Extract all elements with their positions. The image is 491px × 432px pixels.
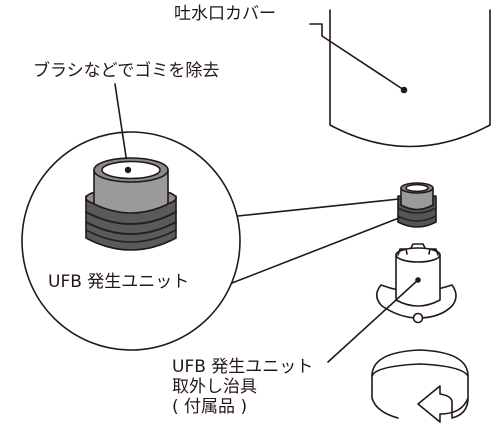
tool-label-line1: UFB 発生ユニット xyxy=(172,357,314,377)
brush-leader xyxy=(114,83,129,171)
zoom-tangent-lower xyxy=(231,217,400,284)
zoom-tangent-upper xyxy=(237,198,400,217)
ufb-unit-small-icon xyxy=(397,182,437,228)
removal-tool-label: UFB 発生ユニット 取外し治具 ( 付属品 ) xyxy=(172,357,313,417)
spout-cover-leader xyxy=(309,23,405,91)
ufb-unit-enlarged-icon xyxy=(85,157,177,251)
spout-cover-label: 吐水口カバー xyxy=(174,4,276,24)
tool-label-line3: ( 付属品 ) xyxy=(172,397,248,417)
tool-label-line2: 取外し治具 xyxy=(172,377,257,397)
spout-cover-icon xyxy=(329,9,491,148)
rotate-arrow-icon xyxy=(371,349,469,423)
ufb-unit-label: UFB 発生ユニット xyxy=(48,272,190,292)
brush-note-label: ブラシなどでゴミを除去 xyxy=(33,61,220,81)
tool-leader xyxy=(327,279,419,363)
removal-tool-icon xyxy=(375,243,457,324)
